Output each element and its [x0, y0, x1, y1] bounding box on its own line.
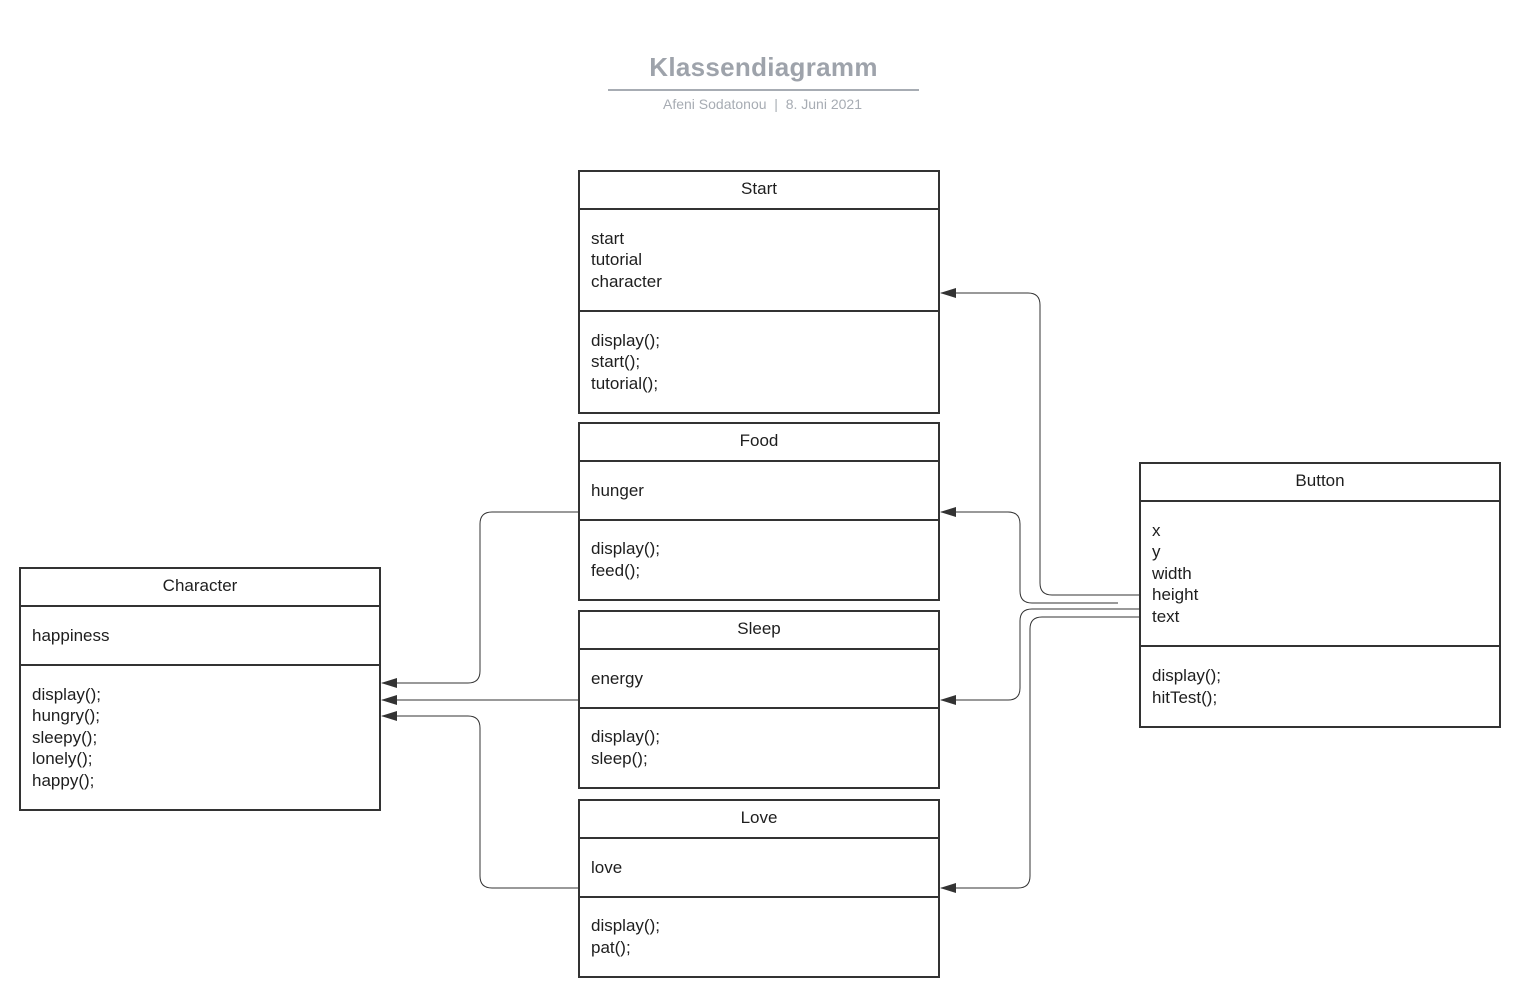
class-food-name: Food	[580, 424, 938, 462]
class-food-methods: display(); feed();	[580, 521, 938, 599]
diagram-title: Klassendiagramm	[649, 52, 878, 82]
class-button-name: Button	[1141, 464, 1499, 502]
link-button-to-start	[940, 288, 1140, 596]
method: display();	[32, 684, 101, 704]
method: sleep();	[591, 749, 648, 768]
method: display();	[591, 330, 660, 350]
link-button-to-love	[940, 616, 1140, 893]
link-food-to-character	[381, 511, 579, 688]
method: tutorial();	[591, 373, 659, 393]
method: start();	[591, 352, 641, 372]
class-start-name: Start	[580, 172, 938, 210]
attribute: hunger	[591, 480, 644, 500]
method: lonely();	[32, 749, 93, 769]
class-button[interactable]: Button x y width height text display(); …	[1139, 462, 1501, 728]
class-start-methods: display(); start(); tutorial();	[580, 312, 938, 412]
class-character-attributes: happiness	[21, 607, 379, 666]
class-love-name: Love	[580, 801, 938, 839]
class-sleep-methods: display(); sleep();	[580, 709, 938, 787]
class-food-attributes: hunger	[580, 462, 938, 521]
class-sleep-attributes: energy	[580, 650, 938, 709]
class-button-attributes: x y width height text	[1141, 502, 1499, 647]
class-food[interactable]: Food hunger display(); feed();	[578, 422, 940, 601]
link-love-to-character	[381, 711, 579, 889]
attribute: width	[1152, 563, 1192, 583]
attribute: energy	[591, 668, 643, 688]
attribute: love	[591, 857, 623, 877]
class-love[interactable]: Love love display(); pat();	[578, 799, 940, 978]
class-love-methods: display(); pat();	[580, 898, 938, 976]
attribute: text	[1152, 606, 1180, 626]
attribute: tutorial	[591, 250, 643, 270]
class-start-attributes: start tutorial character	[580, 210, 938, 312]
attribute: character	[591, 271, 662, 291]
class-start[interactable]: Start start tutorial character display()…	[578, 170, 940, 414]
method: sleepy();	[32, 727, 98, 747]
method: display();	[591, 539, 660, 559]
method: feed();	[591, 561, 641, 580]
method: hitTest();	[1152, 687, 1218, 707]
diagram-subtitle: Afeni Sodatonou | 8. Juni 2021	[662, 96, 862, 112]
method: display();	[591, 916, 660, 936]
attribute: happiness	[32, 625, 110, 645]
attribute: y	[1152, 542, 1161, 562]
class-character-name: Character	[21, 569, 379, 607]
class-character[interactable]: Character happiness display(); hungry();…	[19, 567, 381, 811]
method: display();	[591, 727, 660, 747]
class-love-attributes: love	[580, 839, 938, 898]
method: display();	[1152, 665, 1221, 685]
link-button-to-food	[940, 507, 1118, 604]
method: pat();	[591, 938, 631, 957]
class-character-methods: display(); hungry(); sleepy(); lonely();…	[21, 666, 379, 809]
attribute: x	[1152, 520, 1161, 540]
link-button-to-sleep	[940, 608, 1140, 705]
attribute: height	[1152, 585, 1199, 605]
title-divider	[608, 89, 919, 91]
class-sleep-name: Sleep	[580, 612, 938, 650]
class-button-methods: display(); hitTest();	[1141, 647, 1499, 726]
attribute: start	[591, 228, 625, 248]
method: happy();	[32, 770, 95, 790]
class-sleep[interactable]: Sleep energy display(); sleep();	[578, 610, 940, 789]
method: hungry();	[32, 706, 101, 726]
